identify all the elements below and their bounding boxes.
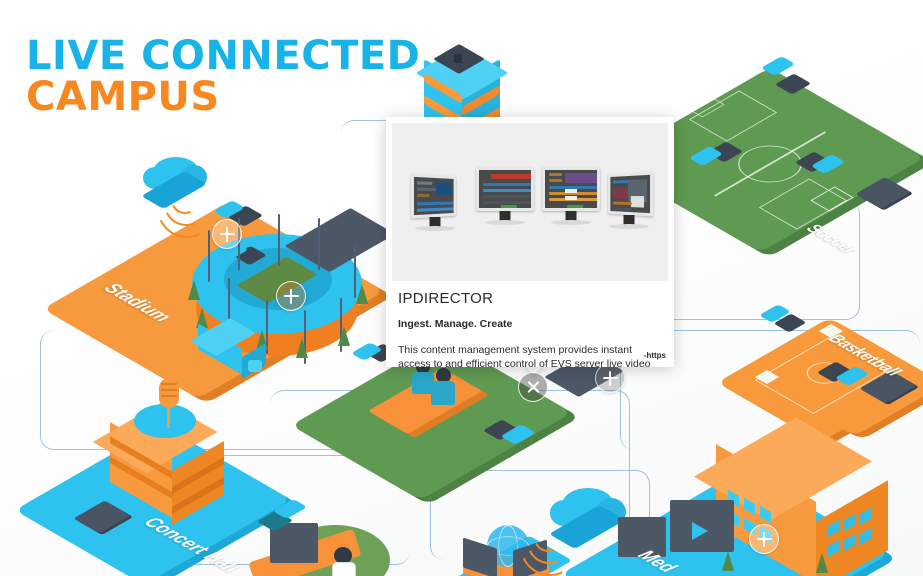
stadium-pole-2 <box>238 218 241 270</box>
media-monitor <box>618 517 666 557</box>
stadium-pole-9 <box>340 298 343 352</box>
studio-person-2-head <box>436 368 451 383</box>
monitor-3 <box>542 167 600 225</box>
outdoor-person-head <box>334 547 352 564</box>
monitor-1 <box>410 173 460 231</box>
hotspot-studio[interactable] <box>595 363 625 393</box>
hotspot-stadium-lower[interactable] <box>276 281 306 311</box>
monitor-4 <box>604 171 654 229</box>
popup-close-button[interactable] <box>518 372 548 402</box>
ipdirector-popup-card[interactable]: IPDIRECTOR Ingest. Manage. Create This c… <box>386 117 674 367</box>
page-title-line-2: CAMPUS <box>26 73 220 120</box>
popup-description: This content management system provides … <box>398 344 651 367</box>
media-tree-3 <box>816 553 828 573</box>
stadium-pole-6 <box>228 278 231 332</box>
cloud-icon-left <box>141 151 209 209</box>
popup-pointer <box>524 365 544 375</box>
tile-soccer[interactable]: Soccer <box>605 56 923 260</box>
concert-hall-dome <box>134 404 196 438</box>
tile-concert-hall[interactable]: Concert Hall <box>14 378 338 576</box>
monitors-illustration <box>392 123 668 281</box>
hotspot-media-building[interactable] <box>749 524 779 554</box>
stadium-pole-5 <box>354 246 357 298</box>
stadium-pole-8 <box>304 310 307 364</box>
microphone-icon <box>153 378 183 428</box>
hotspot-stadium-upper[interactable] <box>212 219 242 249</box>
stadium-ob-truck <box>190 318 270 379</box>
stadium-tree-1 <box>188 280 200 300</box>
outdoor-monitor <box>270 523 318 563</box>
stadium-tree-5 <box>338 326 350 346</box>
media-building <box>693 417 906 576</box>
outdoor-person-body <box>332 562 356 576</box>
ipdirector-image <box>392 123 668 281</box>
connector-pipe-4 <box>620 330 920 450</box>
monitor-2 <box>476 167 534 225</box>
outdoor-reporter-scene <box>248 499 430 576</box>
tile-label-soccer: Soccer <box>801 221 862 257</box>
connector-pipe-7 <box>430 470 650 560</box>
tile-stadium[interactable]: Stadium <box>42 188 396 399</box>
stadium-tree-4 <box>296 338 308 358</box>
global-connectivity-scene <box>445 515 585 576</box>
page-title: LIVE CONNECTED CAMPUS <box>26 36 420 118</box>
tile-media[interactable]: Med <box>560 417 923 576</box>
stadium-pole-3 <box>278 214 281 266</box>
stadium-tree-2 <box>196 308 208 328</box>
studio-person-2-body <box>431 381 455 405</box>
studio-person-1-body <box>412 372 434 394</box>
stadium-pole-4 <box>318 218 321 270</box>
popup-subtitle: Ingest. Manage. Create <box>398 318 513 330</box>
cloud-icon-bottom <box>548 482 628 549</box>
university-building <box>415 44 509 149</box>
popup-url-text: -https <box>643 351 666 360</box>
ipdirector-text-block: IPDIRECTOR Ingest. Manage. Create This c… <box>392 281 668 367</box>
stadium-pole-7 <box>266 300 269 354</box>
stadium-tree-6 <box>356 284 368 304</box>
page-title-line-1: LIVE CONNECTED <box>26 33 421 79</box>
graduation-cap-icon <box>433 38 485 74</box>
broadcast-signal-icon <box>692 522 708 540</box>
media-tree-2 <box>722 551 734 571</box>
popup-title: IPDIRECTOR <box>398 290 494 307</box>
stadium-pole-1 <box>208 230 211 282</box>
